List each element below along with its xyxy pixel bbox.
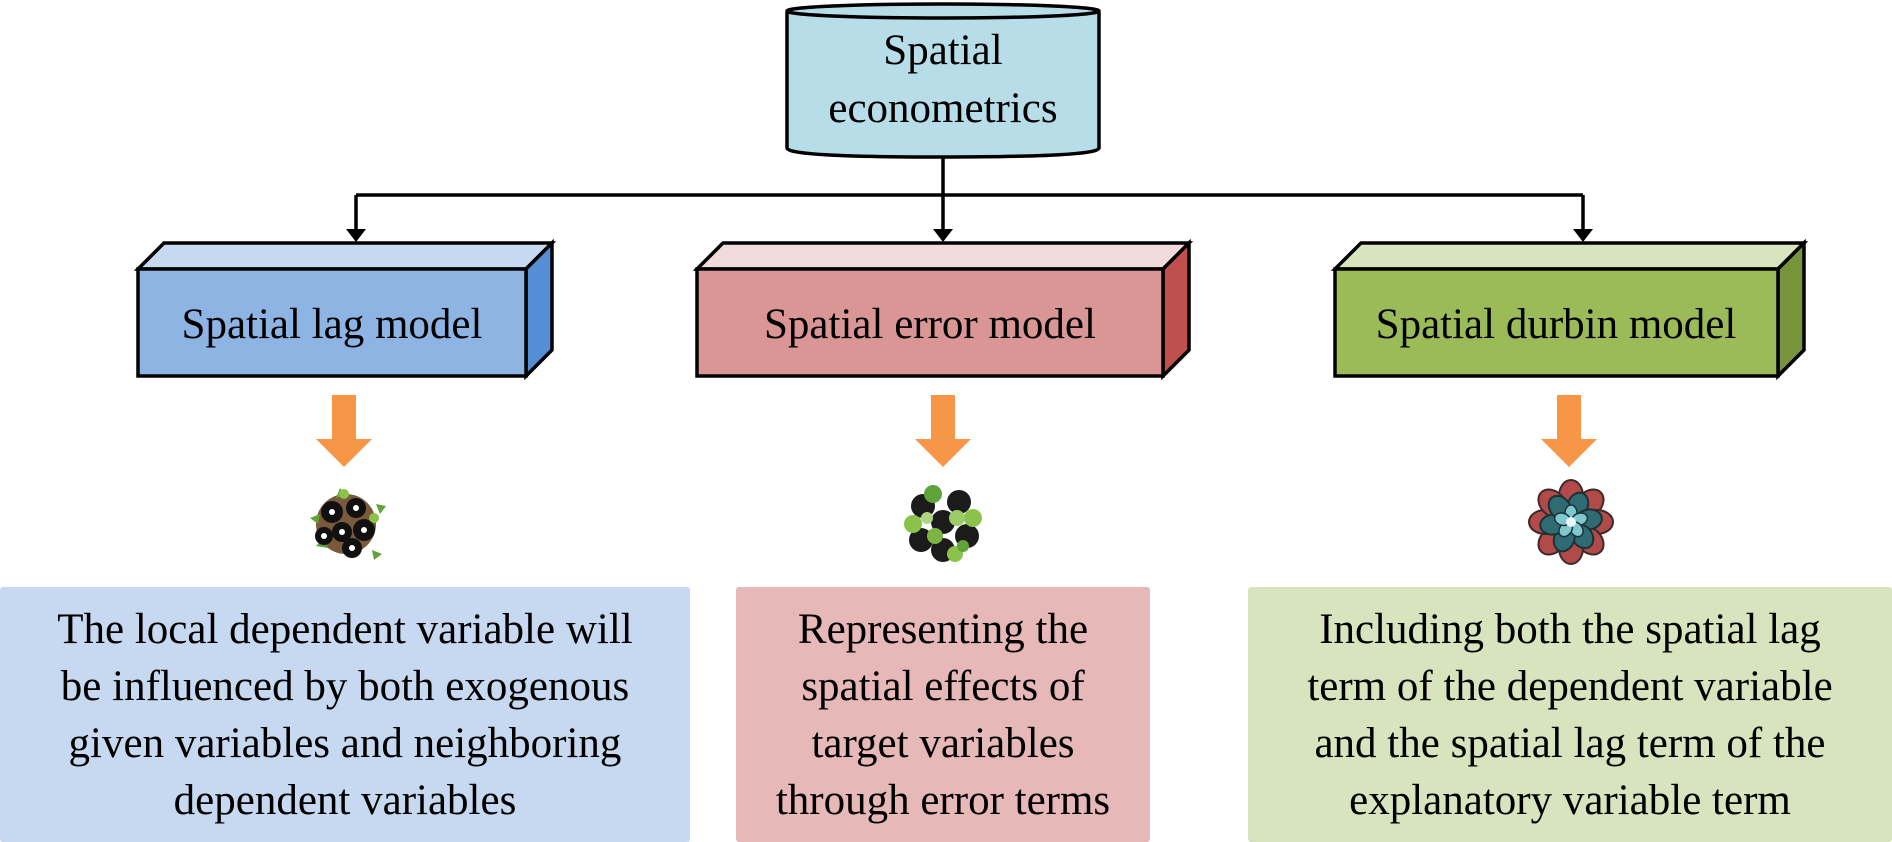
box-top-face [692, 241, 1194, 271]
down-arrow-lag [316, 395, 372, 467]
model-title-error: Spatial error model [764, 301, 1096, 348]
box-front-face [136, 267, 528, 378]
description-line: term of the dependent variable [1307, 662, 1833, 710]
arrowhead-lag [346, 229, 366, 242]
model-box-error: Spatial error model [692, 238, 1194, 381]
description-line: Representing the [797, 605, 1089, 653]
description-text-error: Representing the spatial effects of targ… [776, 601, 1110, 829]
box-side-face [524, 238, 554, 381]
down-arrow-durbin [1541, 395, 1597, 467]
description-line: explanatory variable term [1349, 776, 1791, 824]
succulent-plant-icon [1528, 479, 1614, 565]
model-box-durbin: Spatial durbin model [1330, 238, 1809, 381]
description-line: The local dependent variable will [57, 605, 633, 653]
description-line: and the spatial lag term of the [1314, 719, 1826, 767]
root-label-line2: econometrics [828, 85, 1057, 132]
description-line: Including both the spatial lag [1319, 605, 1821, 653]
box-top-face [1330, 241, 1809, 271]
description-line: be influenced by both exogenous [60, 662, 630, 710]
model-box-lag: Spatial lag model [133, 238, 557, 381]
description-text-lag: The local dependent variable will be inf… [57, 601, 632, 829]
description-line: given variables and neighboring [68, 719, 622, 767]
connector-tree [346, 157, 1593, 242]
box-front-face [1333, 267, 1780, 378]
description-box-lag: The local dependent variable will be inf… [0, 587, 690, 842]
blackberry-plant-icon [310, 488, 386, 560]
arrowhead-error [933, 229, 953, 242]
box-side-face [1161, 238, 1191, 381]
root-node: Spatial econometrics [785, 2, 1101, 159]
box-side-face [1776, 238, 1806, 381]
description-box-error: Representing the spatial effects of targ… [736, 587, 1150, 842]
description-box-durbin: Including both the spatial lag term of t… [1248, 587, 1892, 842]
description-line: dependent variables [173, 776, 517, 824]
description-text-durbin: Including both the spatial lag term of t… [1307, 601, 1832, 829]
box-top-face [133, 241, 557, 271]
arrowhead-durbin [1573, 229, 1593, 242]
clover-plant-icon [904, 485, 982, 562]
model-title-lag: Spatial lag model [182, 301, 483, 348]
root-label-line1: Spatial [883, 27, 1002, 74]
model-title-durbin: Spatial durbin model [1376, 301, 1737, 348]
description-line: target variables [811, 719, 1075, 767]
box-front-face [695, 267, 1165, 378]
down-arrow-error [915, 395, 971, 467]
description-line: through error terms [775, 776, 1111, 824]
description-line: spatial effects of [801, 662, 1085, 710]
